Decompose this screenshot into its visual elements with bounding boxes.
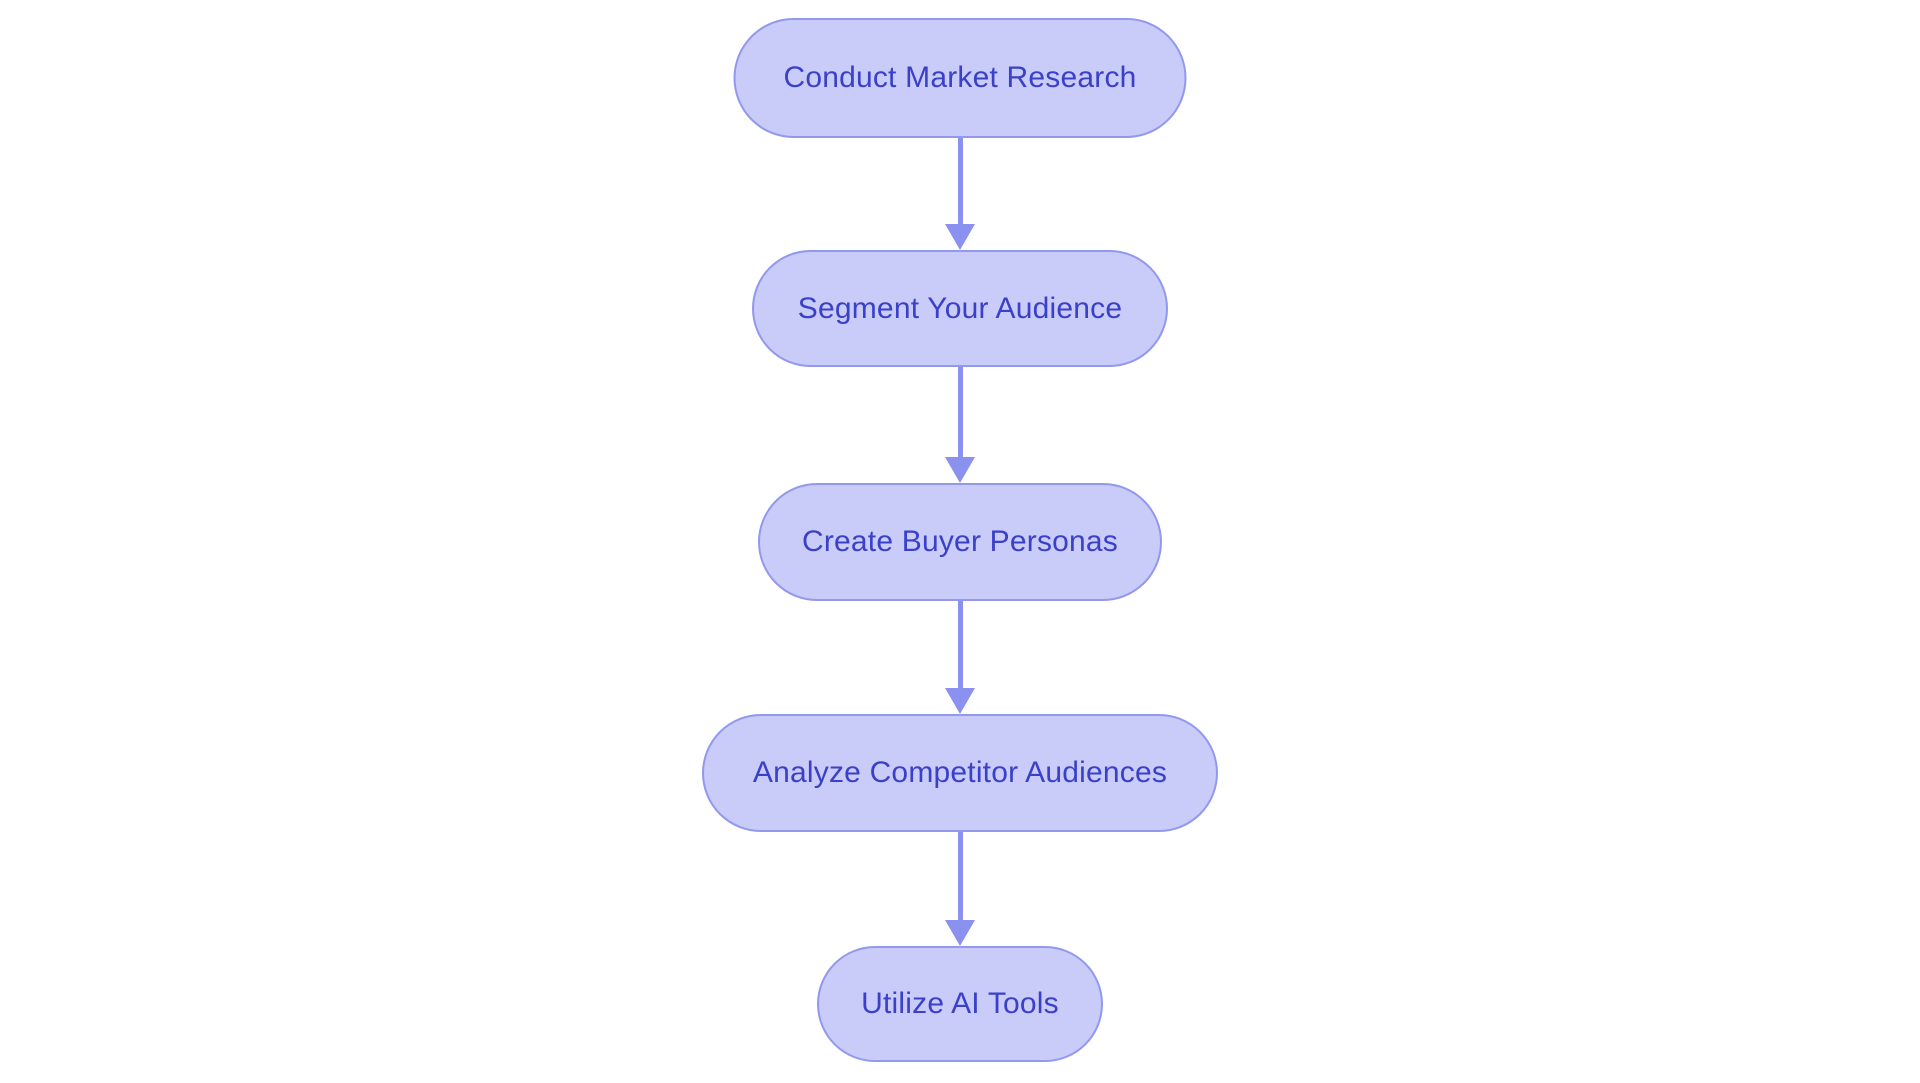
flow-node-segment-your-audience: Segment Your Audience — [752, 250, 1168, 367]
flow-node-create-buyer-personas: Create Buyer Personas — [758, 483, 1162, 601]
arrow-line — [957, 367, 963, 458]
flow-arrow-1 — [945, 138, 975, 250]
flow-node-label: Create Buyer Personas — [801, 525, 1119, 558]
flow-node-label: Segment Your Audience — [797, 291, 1123, 325]
flow-node-label: Conduct Market Research — [783, 61, 1137, 94]
arrow-line — [957, 601, 963, 689]
arrowhead-down-icon — [945, 920, 975, 946]
flow-arrow-4 — [945, 832, 975, 946]
flow-node-label: Utilize AI Tools — [861, 987, 1059, 1020]
flow-arrow-3 — [945, 601, 975, 714]
flow-node-utilize-ai-tools: Utilize AI Tools — [817, 946, 1103, 1062]
flow-node-analyze-competitor-audiences: Analyze Competitor Audiences — [702, 714, 1218, 832]
flow-node-label: Analyze Competitor Audiences — [752, 756, 1168, 789]
arrow-line — [957, 832, 963, 921]
arrowhead-down-icon — [945, 224, 975, 250]
arrow-line — [957, 138, 963, 225]
flow-arrow-2 — [945, 367, 975, 483]
arrowhead-down-icon — [945, 688, 975, 714]
flow-node-conduct-market-research: Conduct Market Research — [733, 18, 1187, 138]
arrowhead-down-icon — [945, 457, 975, 483]
